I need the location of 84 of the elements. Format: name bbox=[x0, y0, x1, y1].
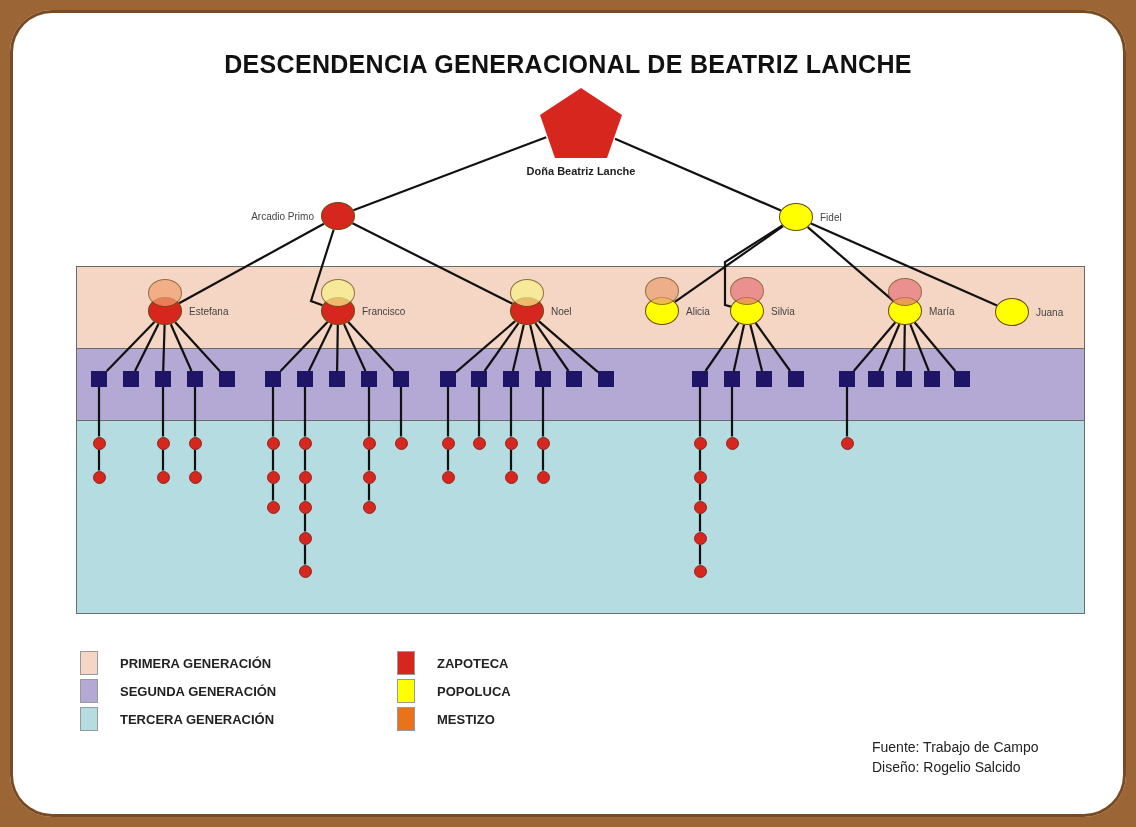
connector-line bbox=[698, 449, 702, 471]
connector-line bbox=[732, 324, 746, 372]
connector-line bbox=[674, 225, 784, 303]
connector-line bbox=[353, 136, 547, 212]
legend-label: TERCERA GENERACIÓN bbox=[120, 711, 275, 727]
person-name: Arcadio Primo bbox=[251, 210, 314, 222]
connector-line bbox=[178, 222, 325, 305]
connector-line bbox=[538, 320, 599, 373]
person-name: Silvia bbox=[771, 305, 795, 317]
connector-line bbox=[845, 387, 849, 437]
connector-line bbox=[271, 449, 275, 471]
connector-line bbox=[303, 449, 307, 471]
legend-label: MESTIZO bbox=[437, 711, 495, 727]
connector-line bbox=[271, 483, 275, 501]
connector-line bbox=[534, 322, 570, 372]
connector-line bbox=[352, 222, 513, 305]
connector-line bbox=[913, 321, 957, 372]
connector-line bbox=[614, 137, 782, 212]
connector-line bbox=[169, 323, 193, 372]
connector-line bbox=[704, 322, 740, 372]
connector-line bbox=[174, 321, 221, 372]
connector-line bbox=[477, 387, 481, 437]
connector-line bbox=[193, 387, 197, 437]
connector-line bbox=[309, 229, 335, 307]
person-name: Alicia bbox=[686, 305, 710, 317]
connector-line bbox=[106, 321, 156, 372]
connector-line bbox=[162, 324, 166, 372]
connector-line bbox=[810, 222, 998, 307]
connector-line bbox=[336, 325, 339, 371]
connector-line bbox=[307, 323, 333, 372]
connector-line bbox=[541, 449, 545, 471]
legend-label: POPOLUCA bbox=[437, 683, 511, 699]
person-name: Fidel bbox=[820, 211, 842, 223]
connector-line bbox=[541, 387, 545, 437]
connector-line bbox=[698, 483, 702, 501]
connector-line bbox=[909, 323, 930, 372]
connector-line bbox=[698, 544, 702, 565]
credit-note: Diseño: Rogelio Salcido bbox=[872, 759, 1021, 775]
connector-line bbox=[903, 325, 906, 371]
person-name: Estefana bbox=[189, 305, 229, 317]
connector-line bbox=[698, 513, 702, 532]
connector-line bbox=[279, 321, 329, 372]
connector-line bbox=[97, 387, 101, 437]
connector-line bbox=[852, 321, 897, 372]
connector-line bbox=[367, 483, 371, 501]
connector-line bbox=[161, 449, 165, 471]
connector-line bbox=[509, 449, 513, 471]
connector-line bbox=[303, 513, 307, 532]
connector-line bbox=[347, 321, 395, 372]
connector-line bbox=[343, 323, 367, 372]
connector-line bbox=[529, 324, 543, 372]
legend-label: PRIMERA GENERACIÓN bbox=[120, 655, 272, 671]
person-name: Noel bbox=[551, 305, 572, 317]
connector-line bbox=[161, 387, 165, 437]
connector-line bbox=[367, 449, 371, 471]
person-name: María bbox=[929, 305, 955, 317]
connector-line bbox=[754, 322, 792, 372]
connector-line bbox=[134, 323, 160, 372]
connector-line bbox=[698, 387, 702, 437]
credit-note: Fuente: Trabajo de Campo bbox=[872, 739, 1039, 755]
legend-label: ZAPOTECA bbox=[437, 655, 509, 671]
person-name: Juana bbox=[1036, 306, 1064, 318]
connector-line bbox=[511, 324, 525, 372]
legend-label: SEGUNDA GENERACIÓN bbox=[120, 683, 277, 699]
connector-line bbox=[509, 387, 513, 437]
connector-line bbox=[446, 449, 450, 471]
connector-line bbox=[193, 449, 197, 471]
diagram-title: DESCENDENCIA GENERACIONAL DE BEATRIZ LANCHE bbox=[223, 50, 913, 79]
connector-line bbox=[303, 483, 307, 501]
connector-line bbox=[303, 387, 307, 437]
connector-line bbox=[455, 320, 516, 373]
connector-line bbox=[483, 322, 520, 372]
connector-line bbox=[271, 387, 275, 437]
person-name: Francisco bbox=[362, 305, 406, 317]
connector-line bbox=[749, 324, 764, 372]
connector-line bbox=[730, 387, 734, 437]
connector-line bbox=[723, 224, 784, 308]
connector-line bbox=[399, 387, 403, 437]
connector-line bbox=[367, 387, 371, 437]
connector-line bbox=[303, 544, 307, 565]
connector-line bbox=[878, 323, 901, 372]
connector-line bbox=[446, 387, 450, 437]
person-name: Doña Beatriz Lanche bbox=[526, 165, 636, 177]
connector-line bbox=[97, 449, 101, 471]
